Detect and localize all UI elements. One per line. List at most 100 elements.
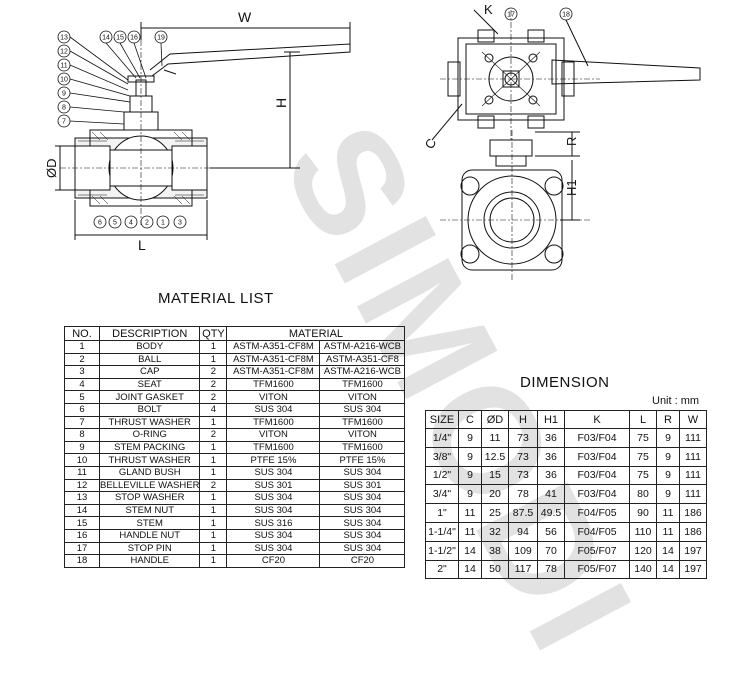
callout-13: 13 xyxy=(60,35,68,42)
dimension-col-header: K xyxy=(564,410,630,429)
dimension-cell: 78 xyxy=(508,484,538,505)
cell-no: 14 xyxy=(64,503,100,518)
callout-7: 7 xyxy=(62,119,66,126)
dimension-cell: 56 xyxy=(537,521,565,542)
cell-material-1: SUS 304 xyxy=(226,491,321,505)
dimension-cell: 11 xyxy=(458,521,482,542)
cell-description: CAP xyxy=(98,365,201,379)
cell-material-2: CF20 xyxy=(319,554,406,568)
cell-qty: 1 xyxy=(199,465,228,480)
label-H1: H1 xyxy=(564,179,579,196)
col-no: NO. xyxy=(64,326,100,341)
cell-no: 8 xyxy=(64,428,100,442)
cell-no: 3 xyxy=(64,365,100,379)
dimension-cell: F05/F07 xyxy=(564,540,630,561)
dimension-cell: 41 xyxy=(537,484,565,505)
col-qty: QTY xyxy=(199,326,228,341)
dimension-cell: 14 xyxy=(458,540,482,561)
callout-18: 18 xyxy=(562,12,570,19)
dimension-cell: 1-1/4" xyxy=(425,521,459,542)
dimension-cell: 87.5 xyxy=(508,503,538,523)
cell-material-2: SUS 304 xyxy=(319,516,406,530)
cell-description: BODY xyxy=(98,340,201,354)
dimension-cell: 73 xyxy=(508,428,538,448)
callout-4: 4 xyxy=(129,220,133,227)
dimension-cell: F04/F05 xyxy=(564,521,630,542)
cell-no: 6 xyxy=(64,402,100,417)
dimension-cell: 3/4" xyxy=(425,484,459,505)
valve-drawing: W H ØD L K C R H1 13 12 11 10 9 8 7 14 1… xyxy=(44,2,701,280)
cell-material-2: SUS 304 xyxy=(319,541,406,556)
cell-no: 4 xyxy=(64,377,100,392)
dimension-cell: F05/F07 xyxy=(564,559,630,580)
dimension-cell: 1-1/2" xyxy=(425,540,459,561)
dimension-cell: 117 xyxy=(508,559,538,580)
dimension-cell: 3/8" xyxy=(425,446,459,467)
dimension-cell: 50 xyxy=(481,559,509,580)
dimension-col-header: ØD xyxy=(481,410,509,429)
dim-W xyxy=(140,22,351,44)
callouts-bottom xyxy=(93,215,187,229)
cell-material-2: PTFE 15% xyxy=(319,453,406,467)
callout-14: 14 xyxy=(102,35,110,42)
dimension-cell: 9 xyxy=(458,428,482,448)
cell-material-2: VITON xyxy=(319,390,406,404)
callout-8: 8 xyxy=(62,105,66,112)
cell-no: 5 xyxy=(64,390,100,404)
cell-no: 11 xyxy=(64,465,100,480)
dimension-cell: 32 xyxy=(481,521,509,542)
dimension-cell: 197 xyxy=(679,540,707,561)
label-R: R xyxy=(564,137,579,146)
cell-no: 1 xyxy=(64,340,100,354)
dimension-cell: 111 xyxy=(679,428,707,448)
dimension-title: DIMENSION xyxy=(520,374,610,391)
cell-qty: 1 xyxy=(199,352,228,367)
cell-material-1: SUS 304 xyxy=(226,503,321,518)
cell-no: 18 xyxy=(64,554,100,568)
dimension-cell: 14 xyxy=(656,540,680,561)
cell-no: 7 xyxy=(64,415,100,430)
cell-material-2: SUS 304 xyxy=(319,503,406,518)
dimension-col-header: H1 xyxy=(537,410,565,429)
cell-qty: 1 xyxy=(199,415,228,430)
cell-description: BALL xyxy=(98,352,201,367)
col-description: DESCRIPTION xyxy=(98,326,201,341)
cell-material-2: ASTM-A216-WCB xyxy=(319,340,406,354)
units-note: Unit : mm xyxy=(652,395,700,407)
cell-description: O-RING xyxy=(98,428,201,442)
dimension-cell: 9 xyxy=(656,484,680,505)
cell-material-1: PTFE 15% xyxy=(226,453,321,467)
label-W: W xyxy=(238,9,252,25)
dimension-col-header: C xyxy=(458,410,482,429)
callout-19: 19 xyxy=(157,35,165,42)
dimension-col-header: H xyxy=(508,410,538,429)
dimension-cell: 1" xyxy=(425,503,459,523)
callout-15: 15 xyxy=(116,35,124,42)
cell-description: BELLEVILLE WASHER xyxy=(98,478,201,493)
cell-description: STOP WASHER xyxy=(98,491,201,505)
dimension-cell: 111 xyxy=(679,465,707,486)
cell-material-1: TFM1600 xyxy=(226,415,321,430)
cell-description: STEM xyxy=(98,516,201,530)
dimension-cell: 186 xyxy=(679,503,707,523)
dimension-cell: 15 xyxy=(481,465,509,486)
dim-L xyxy=(74,200,208,240)
cell-material-1: VITON xyxy=(226,390,321,404)
top-view xyxy=(431,7,701,141)
dimension-cell: 110 xyxy=(629,521,657,542)
cell-material-1: ASTM-A351-CF8M xyxy=(226,352,321,367)
dimension-cell: 20 xyxy=(481,484,509,505)
dimension-cell: 36 xyxy=(537,428,565,448)
cell-material-2: SUS 304 xyxy=(319,465,406,480)
